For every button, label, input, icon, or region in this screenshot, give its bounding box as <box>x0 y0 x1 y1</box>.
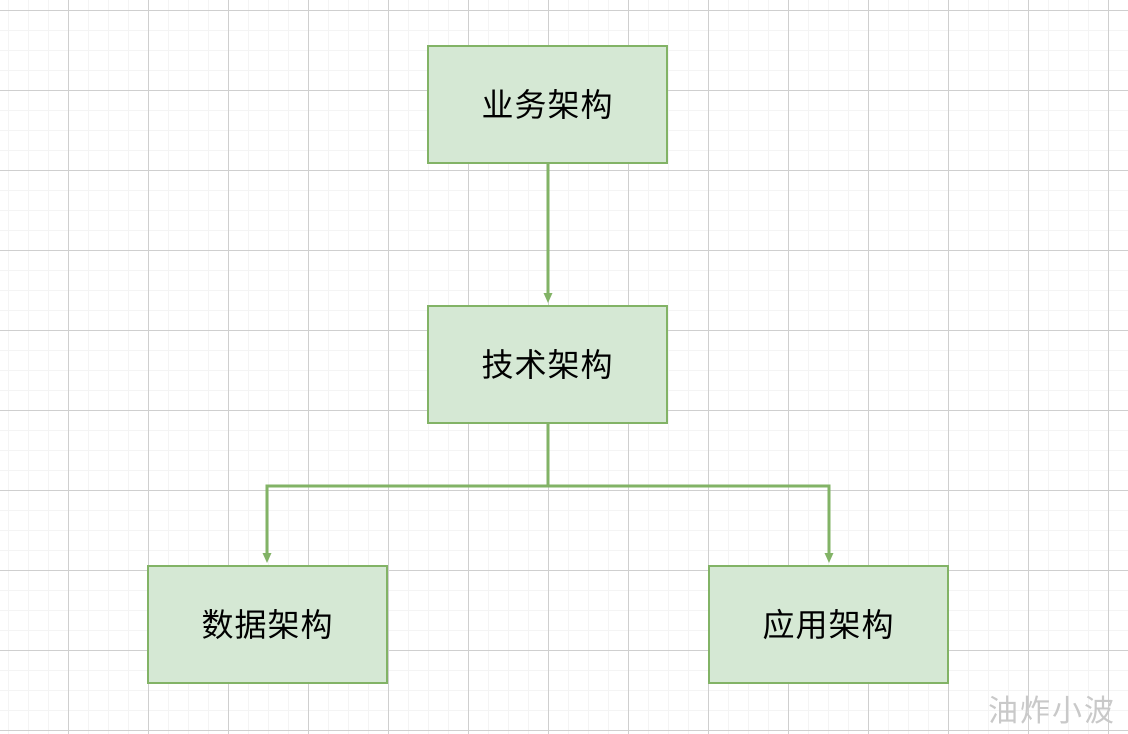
node-label: 业务架构 <box>481 85 614 124</box>
node-business-architecture[interactable]: 业务架构 <box>427 45 668 164</box>
node-label: 应用架构 <box>762 605 895 644</box>
edge-technical-to-application <box>546 424 834 563</box>
node-application-architecture[interactable]: 应用架构 <box>708 565 949 684</box>
edge-technical-to-data <box>262 424 550 563</box>
node-technical-architecture[interactable]: 技术架构 <box>427 305 668 424</box>
watermark-text: 油炸小波 <box>988 694 1116 729</box>
node-label: 数据架构 <box>201 605 334 644</box>
node-label: 技术架构 <box>481 345 614 384</box>
node-data-architecture[interactable]: 数据架构 <box>147 565 388 684</box>
